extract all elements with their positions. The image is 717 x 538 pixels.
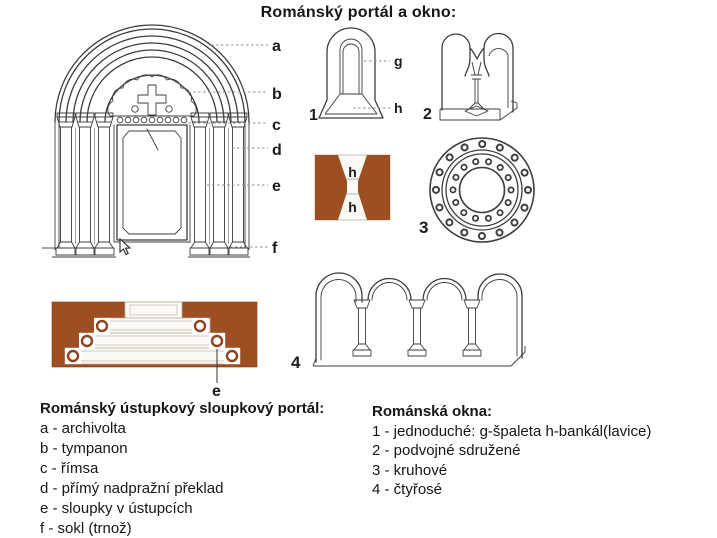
window-plan-label-h-bottom: h bbox=[348, 199, 357, 215]
portal-plan-label-e: e bbox=[212, 383, 221, 400]
window3-drawing: 3 bbox=[415, 133, 560, 251]
window1-label-g: g bbox=[394, 53, 403, 69]
portal-label-c: c bbox=[272, 117, 281, 134]
legend-portal: Románský ústupkový sloupkový portál: a -… bbox=[40, 399, 360, 538]
socle bbox=[42, 247, 250, 258]
portal-label-b: b bbox=[272, 86, 282, 103]
legend-portal-item: c - římsa bbox=[40, 460, 99, 477]
legend-portal-heading: Románský ústupkový sloupkový portál: bbox=[40, 400, 325, 417]
legend-windows-item: 3 - kruhové bbox=[372, 461, 448, 479]
page-title: Románský portál a okno: bbox=[260, 4, 457, 21]
legend-windows-item: 1 - jednoduché: g-špaleta h-bankál(lavic… bbox=[372, 422, 652, 440]
window4-drawing: 4 bbox=[283, 252, 538, 377]
window1-drawing: 1 g h bbox=[305, 22, 415, 124]
window3-number: 3 bbox=[419, 218, 428, 237]
mouse-cursor-icon bbox=[118, 237, 132, 261]
window2-number: 2 bbox=[423, 106, 432, 123]
doorway bbox=[113, 124, 191, 243]
legend-windows-item: 4 - čtyřosé bbox=[372, 481, 443, 498]
legend-portal-item: f - sokl (trnož) bbox=[40, 520, 132, 537]
legend-windows-item: 2 - podvojné sdružené bbox=[372, 442, 521, 459]
portal-drawing: a b c d e f bbox=[40, 20, 300, 270]
window-plan-label-h-top: h bbox=[348, 164, 357, 180]
window4-number: 4 bbox=[291, 353, 301, 372]
window-plan-drawing: h h bbox=[310, 150, 400, 225]
portal-label-f: f bbox=[272, 240, 278, 257]
legend-windows: Románská okna: 1 - jednoduché: g-špaleta… bbox=[372, 402, 702, 500]
plan-column-circles bbox=[65, 318, 240, 364]
portal-label-e: e bbox=[272, 178, 281, 195]
tympanum bbox=[107, 74, 197, 117]
legend-portal-item: b - tympanon bbox=[40, 440, 128, 457]
legend-portal-item: a - archivolta bbox=[40, 420, 126, 437]
legend-windows-heading: Románská okna: bbox=[372, 403, 493, 420]
window1-number: 1 bbox=[309, 107, 318, 122]
portal-label-d: d bbox=[272, 142, 282, 159]
portal-label-a: a bbox=[272, 38, 281, 55]
legend-portal-item: e - sloupky v ústupcích bbox=[40, 500, 193, 517]
portal-plan-drawing: e bbox=[45, 295, 275, 405]
cross-icon bbox=[137, 84, 167, 116]
window2-drawing: 2 bbox=[420, 18, 525, 126]
window1-label-h: h bbox=[394, 100, 403, 116]
cornice-beads bbox=[116, 116, 188, 124]
legend-portal-item: d - přímý nadpražní překlad bbox=[40, 480, 224, 497]
